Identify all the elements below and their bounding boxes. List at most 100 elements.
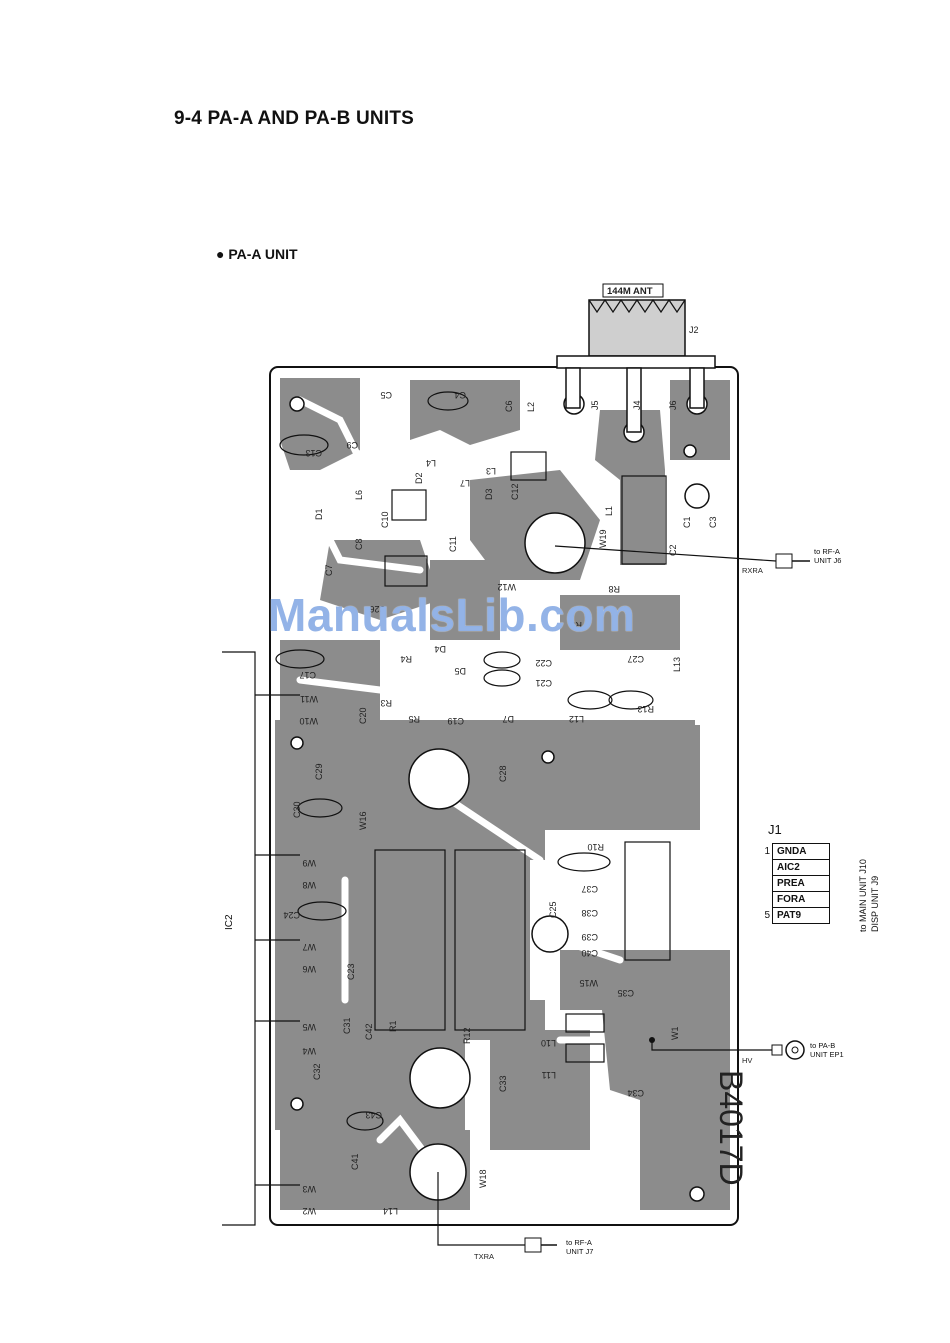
j1-dest-line1: to MAIN UNIT J10 (858, 859, 868, 932)
j1-pin-number (758, 860, 773, 876)
designator-l14: L14 (383, 1206, 398, 1216)
designator-w3: W3 (303, 1184, 317, 1194)
designator-c28: C28 (498, 765, 508, 782)
designator-c10: C10 (380, 511, 390, 528)
designator-c27: C27 (627, 654, 644, 664)
designator-d4: D4 (434, 644, 446, 654)
j1-pin-number (758, 876, 773, 892)
designator-r10: R10 (587, 842, 604, 852)
designator-c21: C21 (535, 678, 552, 688)
designator-c33: C33 (498, 1075, 508, 1092)
designator-l12: L12 (569, 714, 584, 724)
designator-r1: R1 (388, 1020, 398, 1032)
designator-r12: R12 (462, 1027, 472, 1044)
watermark: ManualsLib.com (268, 589, 636, 641)
designator-l3: L3 (486, 466, 496, 476)
designator-r3: R3 (380, 698, 392, 708)
designator-c22: C22 (535, 658, 552, 668)
designator-w12: W12 (497, 582, 516, 592)
designator-d7: D7 (502, 714, 514, 724)
designator-c26: C26 (369, 604, 386, 614)
designator-c34: C34 (627, 1088, 644, 1098)
rxra-net-label: RXRA (742, 566, 763, 575)
copper-planes (275, 378, 730, 1210)
designator-c13: C13 (305, 448, 322, 458)
designator-w4: W4 (303, 1046, 317, 1056)
designator-c6: C6 (504, 400, 514, 412)
designator-c39: C39 (581, 932, 598, 942)
ic2-label: IC2 (224, 914, 235, 930)
designator-d5: D5 (454, 666, 466, 676)
hv-lead: HV (649, 1037, 805, 1065)
designator-c17: C17 (299, 670, 316, 680)
designator-c20: C20 (358, 707, 368, 724)
designator-l1: L1 (604, 506, 614, 516)
designator-c30: C30 (292, 801, 302, 818)
designator-c2: C2 (668, 544, 678, 556)
designator-w9: W9 (303, 858, 317, 868)
designator-w2: W2 (303, 1206, 317, 1216)
designator-w11: W11 (300, 694, 318, 704)
ic2-bracket (222, 651, 300, 1226)
designator-w19: W19 (598, 529, 608, 548)
designator-c1: C1 (682, 516, 692, 528)
j1-pin-number: 5 (764, 910, 770, 921)
designator-w15: W15 (579, 978, 598, 988)
hv-net-label: HV (742, 1056, 752, 1065)
designator-l11: L11 (542, 1070, 556, 1080)
designator-w5: W5 (303, 1022, 317, 1032)
designator-w1: W1 (670, 1027, 680, 1041)
unit-subheading: ● PA-A UNIT (216, 246, 298, 262)
j1-row: FORA (758, 891, 830, 908)
designator-r4: R4 (400, 654, 412, 664)
j1-signal: GNDA (772, 843, 830, 860)
designator-c40: C40 (581, 948, 598, 958)
designator-c24: C24 (283, 910, 300, 920)
designator-c12: C12 (510, 483, 520, 500)
designator-c7: C7 (324, 564, 334, 576)
designator-j4: J4 (632, 400, 642, 410)
designator-w10: W10 (299, 716, 318, 726)
designator-r13: R13 (637, 704, 654, 714)
designator-d2: D2 (414, 472, 424, 484)
j1-destination: to MAIN UNIT J10 DISP UNIT J9 (858, 836, 880, 932)
designator-c9: C9 (346, 440, 358, 450)
txra-destination: to RF-A UNIT J7 (566, 1238, 593, 1256)
designator-j5: J5 (590, 400, 600, 410)
designator-c29: C29 (314, 763, 324, 780)
j1-pin-number: 1 (764, 846, 770, 857)
j1-row: PREA (758, 875, 830, 892)
designator-w18: W18 (478, 1169, 488, 1188)
j1-dest-line2: DISP UNIT J9 (870, 875, 880, 932)
hv-dest-line2: UNIT EP1 (810, 1050, 844, 1059)
component-outlines (275, 391, 671, 1131)
designator-c3: C3 (708, 516, 718, 528)
txra-dest-line2: UNIT J7 (566, 1247, 594, 1256)
designator-c5: C5 (380, 390, 392, 400)
designator-w8: W8 (303, 880, 317, 890)
designator-c25: C25 (548, 901, 558, 918)
j1-title: J1 (768, 822, 782, 837)
designator-c38: C38 (581, 908, 598, 918)
designator-w16: W16 (358, 811, 368, 830)
designator-r8: R8 (608, 584, 620, 594)
j1-signal: FORA (772, 891, 830, 908)
designator-l7: L7 (460, 478, 470, 488)
designator-r5: R5 (408, 714, 420, 724)
j1-pin-number (758, 892, 773, 908)
j1-signal: PREA (772, 875, 830, 892)
txra-lead: TXRA (437, 1172, 557, 1261)
txra-net-label: TXRA (474, 1252, 494, 1261)
antenna-connector: 144M ANT J2 (556, 283, 716, 433)
designator-w7: W7 (303, 942, 317, 952)
designator-w6: W6 (303, 964, 317, 974)
antenna-label: 144M ANT (607, 286, 653, 297)
j1-signal: AIC2 (772, 859, 830, 876)
pcb-pads (289, 393, 710, 1202)
designator-d1: D1 (314, 508, 324, 520)
designator-l10: L10 (541, 1038, 556, 1048)
rxra-lead: RXRA (554, 545, 810, 575)
